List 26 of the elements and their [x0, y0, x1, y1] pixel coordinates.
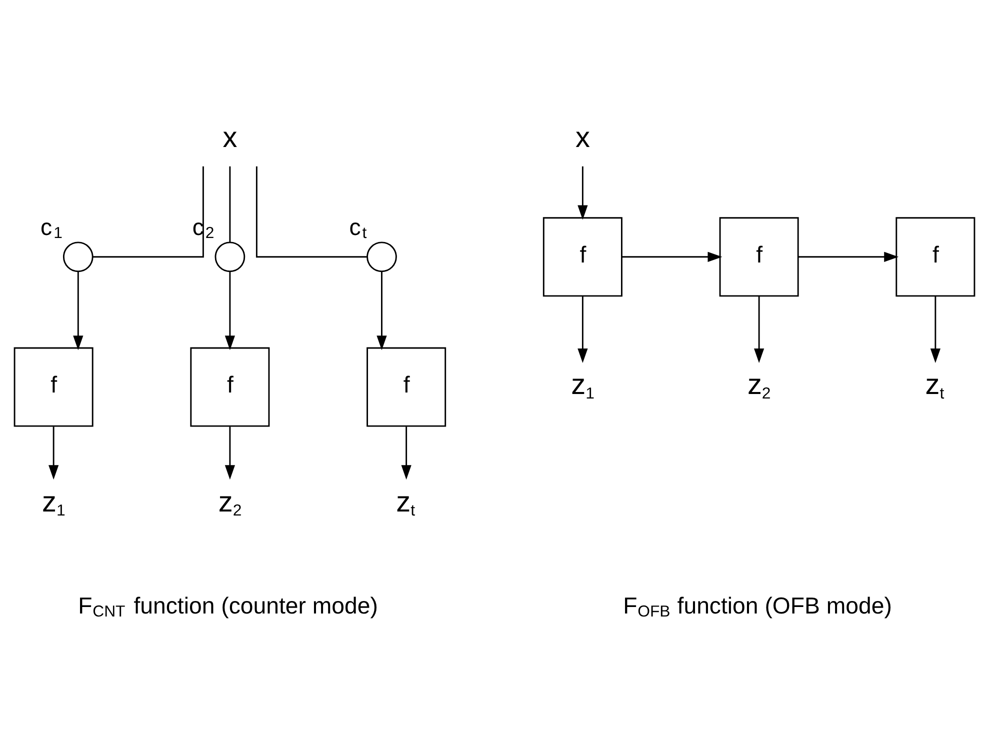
node-box: f: [719, 216, 799, 296]
arrow: [930, 295, 940, 362]
connector: [229, 166, 231, 242]
node-text: x: [575, 122, 590, 154]
connector: [256, 166, 367, 258]
node-circle: [366, 241, 397, 272]
arrow: [798, 251, 899, 262]
node-box: f: [896, 216, 976, 296]
node-box: f: [14, 346, 94, 426]
node-circle: [62, 241, 94, 272]
arrow: [48, 426, 59, 480]
arrow: [401, 426, 412, 480]
arrow: [578, 295, 588, 362]
connector: [92, 166, 204, 258]
node-box: f: [366, 346, 446, 426]
arrow: [224, 426, 236, 480]
arrow: [224, 271, 236, 350]
arrow: [376, 271, 387, 350]
arrow: [754, 295, 764, 362]
arrow: [622, 251, 722, 262]
node-circle: [214, 241, 246, 272]
arrow: [578, 166, 588, 220]
node-box: f: [542, 216, 622, 296]
node-text: x: [222, 122, 238, 154]
arrow: [73, 271, 84, 350]
node-box: f: [190, 346, 270, 426]
